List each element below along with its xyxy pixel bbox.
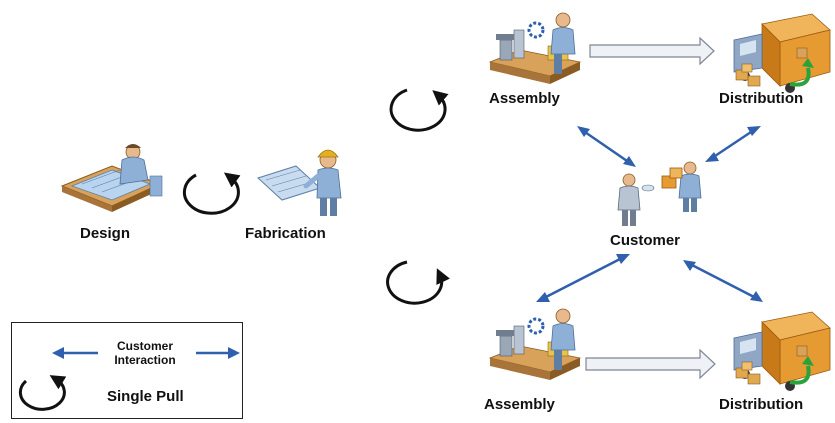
legend: Customer Interaction Single Pull: [11, 322, 243, 419]
node-label-design: Design: [80, 225, 131, 242]
legend-pull-arrow: [18, 375, 67, 411]
flow-arrow-top: [589, 36, 715, 66]
assembly-icon-bottom: [488, 308, 582, 380]
interaction-arrow-distribution-top: [711, 128, 755, 160]
legend-single-pull-label: Single Pull: [107, 388, 184, 405]
assembly-icon-top: [488, 12, 582, 84]
node-label-distribution-bottom: Distribution: [719, 396, 804, 413]
pull-arrow-fabrication-assembly: [389, 88, 449, 132]
customer-interaction-arrows: [536, 126, 763, 302]
legend-interaction-line2: Interaction: [114, 353, 176, 367]
pull-arrow-fabrication-assembly-bottom: [386, 260, 450, 305]
node-label-assembly-bottom: Assembly: [484, 396, 555, 413]
design-icon: [60, 144, 163, 212]
node-label-assembly-top: Assembly: [489, 90, 560, 107]
node-label-customer: Customer: [610, 232, 681, 249]
legend-interaction-line1: Customer: [116, 339, 173, 353]
pull-arrow-design-fabrication: [182, 172, 241, 215]
legend-graphics: [18, 340, 240, 411]
interaction-arrow-distribution-bottom: [689, 262, 757, 300]
flow-arrow-bottom: [585, 348, 716, 380]
single-pull-arrows: [182, 88, 450, 305]
delivery-truck-icon-top: [733, 13, 831, 93]
fabrication-icon: [257, 149, 342, 216]
customer-icon: [617, 161, 702, 226]
node-label-distribution-top: Distribution: [719, 90, 804, 107]
node-label-fabrication: Fabrication: [245, 225, 326, 242]
interaction-arrow-assembly-bottom: [543, 256, 623, 300]
delivery-truck-icon-bottom: [733, 311, 831, 391]
interaction-arrow-assembly-top: [581, 128, 631, 165]
